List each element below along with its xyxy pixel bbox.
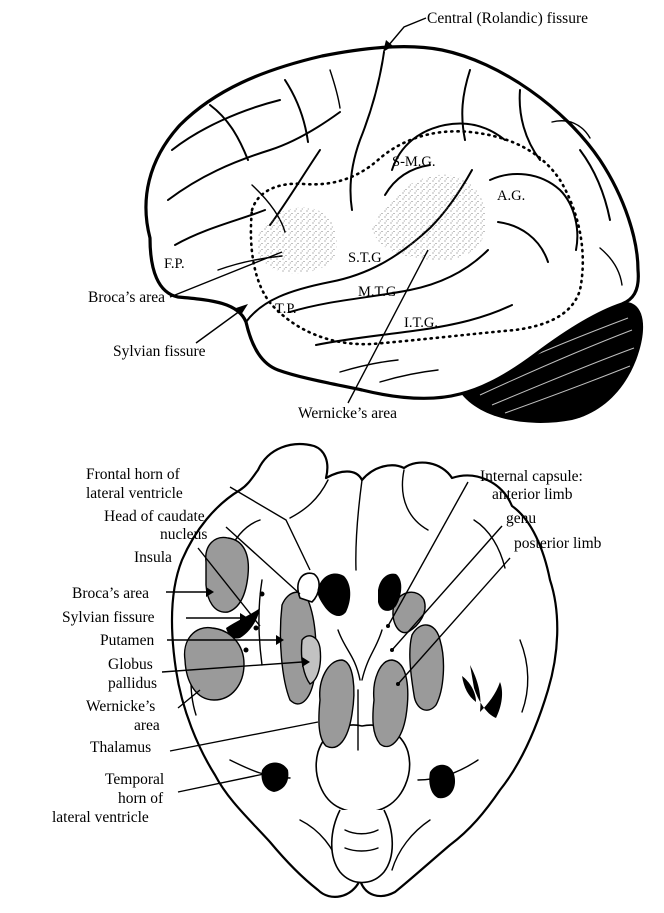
label-frontal-horn-1: Frontal horn of bbox=[86, 466, 181, 483]
label-temporal-horn-1: Temporal bbox=[105, 771, 164, 788]
label-tp: T.P. bbox=[275, 301, 297, 317]
label-insula: Insula bbox=[134, 549, 172, 566]
label-brocas-area-lateral: Broca’s area bbox=[88, 289, 165, 306]
label-wernickes-2: area bbox=[134, 717, 160, 734]
label-caudate-2: nucleus bbox=[160, 526, 207, 543]
label-wernickes-1: Wernicke’s bbox=[86, 698, 155, 715]
lateral-brain-view: Central (Rolandic) fissure S-M.G. A.G. F… bbox=[88, 10, 643, 423]
label-putamen: Putamen bbox=[100, 632, 154, 649]
label-fp: F.P. bbox=[164, 256, 185, 272]
label-globus-1: Globus bbox=[108, 656, 153, 673]
label-temporal-horn-3: lateral ventricle bbox=[52, 809, 149, 826]
label-frontal-horn-2: lateral ventricle bbox=[86, 485, 183, 502]
label-genu: genu bbox=[506, 510, 536, 527]
label-thalamus: Thalamus bbox=[90, 739, 151, 756]
label-sylvian-fissure-section: Sylvian fissure bbox=[62, 609, 155, 626]
label-posterior-limb: posterior limb bbox=[514, 535, 602, 552]
label-caudate-1: Head of caudate bbox=[104, 508, 205, 525]
horizontal-brain-section: Frontal horn of lateral ventricle Head o… bbox=[52, 444, 602, 897]
label-temporal-horn-2: horn of bbox=[118, 790, 164, 807]
label-itg: I.T.G. bbox=[404, 315, 438, 331]
label-wernickes-area-lateral: Wernicke’s area bbox=[298, 405, 397, 422]
label-ag: A.G. bbox=[497, 188, 525, 204]
label-central-fissure: Central (Rolandic) fissure bbox=[427, 10, 588, 27]
label-anterior-limb: anterior limb bbox=[492, 486, 573, 503]
label-sylvian-fissure-lateral: Sylvian fissure bbox=[113, 343, 206, 360]
label-stg: S.T.G bbox=[348, 250, 382, 266]
label-globus-2: pallidus bbox=[108, 675, 157, 692]
label-mtg: M.T.G bbox=[358, 284, 397, 300]
label-internal-capsule: Internal capsule: bbox=[480, 468, 583, 485]
wernickes-area-section bbox=[185, 628, 244, 700]
label-smg: S-M.G. bbox=[392, 154, 436, 170]
label-brocas-area-section: Broca’s area bbox=[72, 585, 149, 602]
